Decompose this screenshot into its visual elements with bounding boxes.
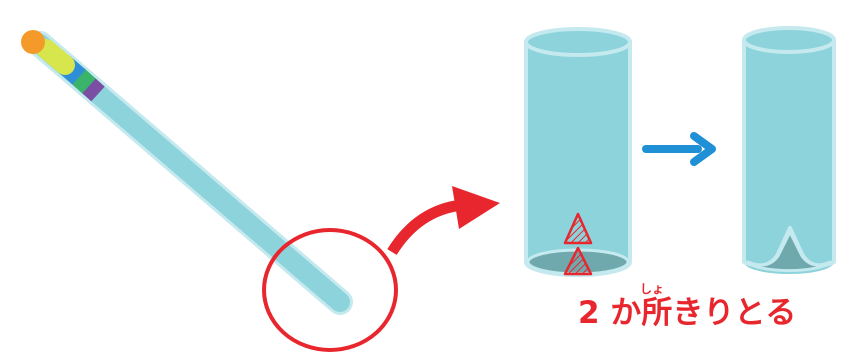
- blue-right-arrow-icon: [642, 132, 716, 166]
- straw-stripe-yellow: [36, 39, 75, 75]
- cut-instruction-caption: 2 か所きりとる: [578, 295, 797, 331]
- highlight-circle: [262, 228, 398, 352]
- hatched-triangle-cut-mark-icon: [563, 212, 593, 245]
- hatched-triangle-cut-mark-icon: [563, 246, 593, 276]
- straw-before-cut: [524, 27, 632, 277]
- diagonal-straw: [21, 30, 353, 315]
- notched-opening: [746, 230, 832, 273]
- straw-stripe-purple: [81, 77, 105, 102]
- straw-after-cut: [742, 26, 836, 275]
- straw-tip-orange-dot: [21, 30, 45, 54]
- straw-stripe-green: [71, 68, 96, 94]
- caption-ruby: しょ: [640, 282, 665, 296]
- red-curved-arrow-icon: [387, 186, 500, 255]
